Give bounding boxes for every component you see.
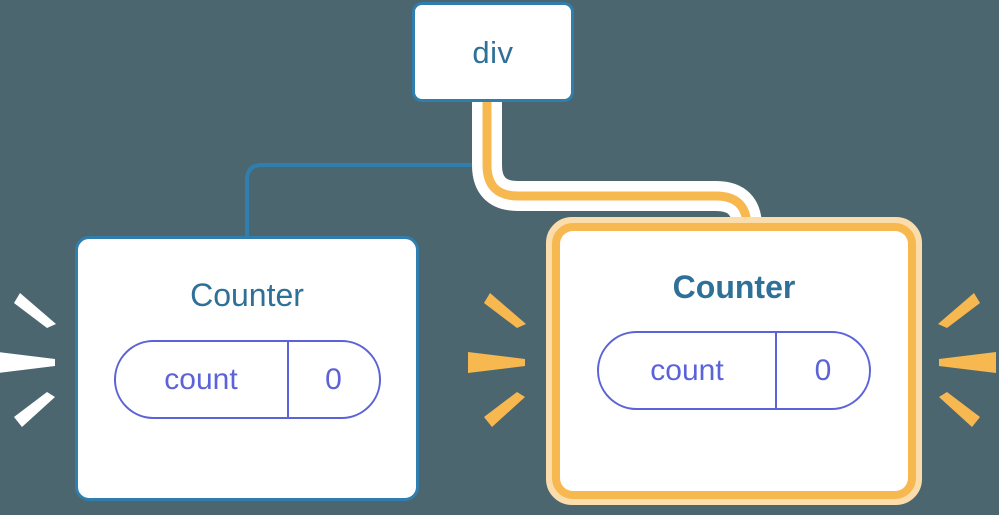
connector-div-to-counter-right <box>482 102 752 248</box>
state-pill-right: count 0 <box>597 331 871 410</box>
node-counter-right[interactable]: Counter count 0 <box>560 231 908 491</box>
state-pill-left: count 0 <box>113 340 381 419</box>
node-counter-right-title: Counter <box>672 269 796 305</box>
state-key-left: count <box>164 362 238 396</box>
state-value-right: 0 <box>775 333 869 408</box>
node-counter-left-title: Counter <box>190 277 304 313</box>
node-counter-right-highlight-wrapper[interactable]: Counter count 0 <box>546 217 922 505</box>
node-counter-left[interactable]: Counter count 0 <box>75 236 419 501</box>
state-key-right: count <box>650 353 724 387</box>
node-div-label: div <box>472 34 514 70</box>
node-div[interactable]: div <box>412 2 574 102</box>
state-value-left: 0 <box>286 342 379 417</box>
highlight-ring <box>552 223 916 499</box>
highlight-outer-halo <box>546 217 922 505</box>
connector-div-to-counter-left <box>245 102 495 239</box>
